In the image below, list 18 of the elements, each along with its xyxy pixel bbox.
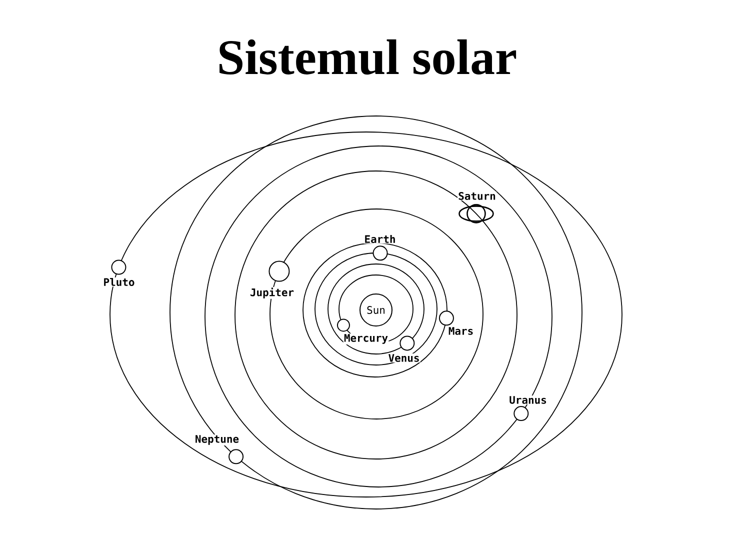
title: Sistemul solar — [220, 39, 516, 75]
planet-label: Saturn — [458, 191, 496, 201]
planet-label: Jupiter — [249, 287, 295, 299]
planet-circle — [268, 260, 290, 282]
planet-label: Neptune — [194, 434, 240, 446]
planet-circle — [336, 318, 350, 332]
planet-label: Mars — [448, 326, 474, 336]
planet-circle — [514, 406, 529, 422]
planet-circle — [400, 336, 415, 351]
ringed-planet — [458, 204, 494, 224]
planet-circle — [438, 310, 454, 326]
planet-circle — [372, 246, 388, 261]
planet-label: Uranus — [508, 396, 548, 404]
planet-label: Venus — [388, 354, 420, 362]
planet-label: Earth — [364, 234, 396, 244]
planet-label: Pluto — [102, 277, 136, 287]
planet-circle — [228, 449, 244, 464]
planet-circle — [111, 260, 126, 275]
